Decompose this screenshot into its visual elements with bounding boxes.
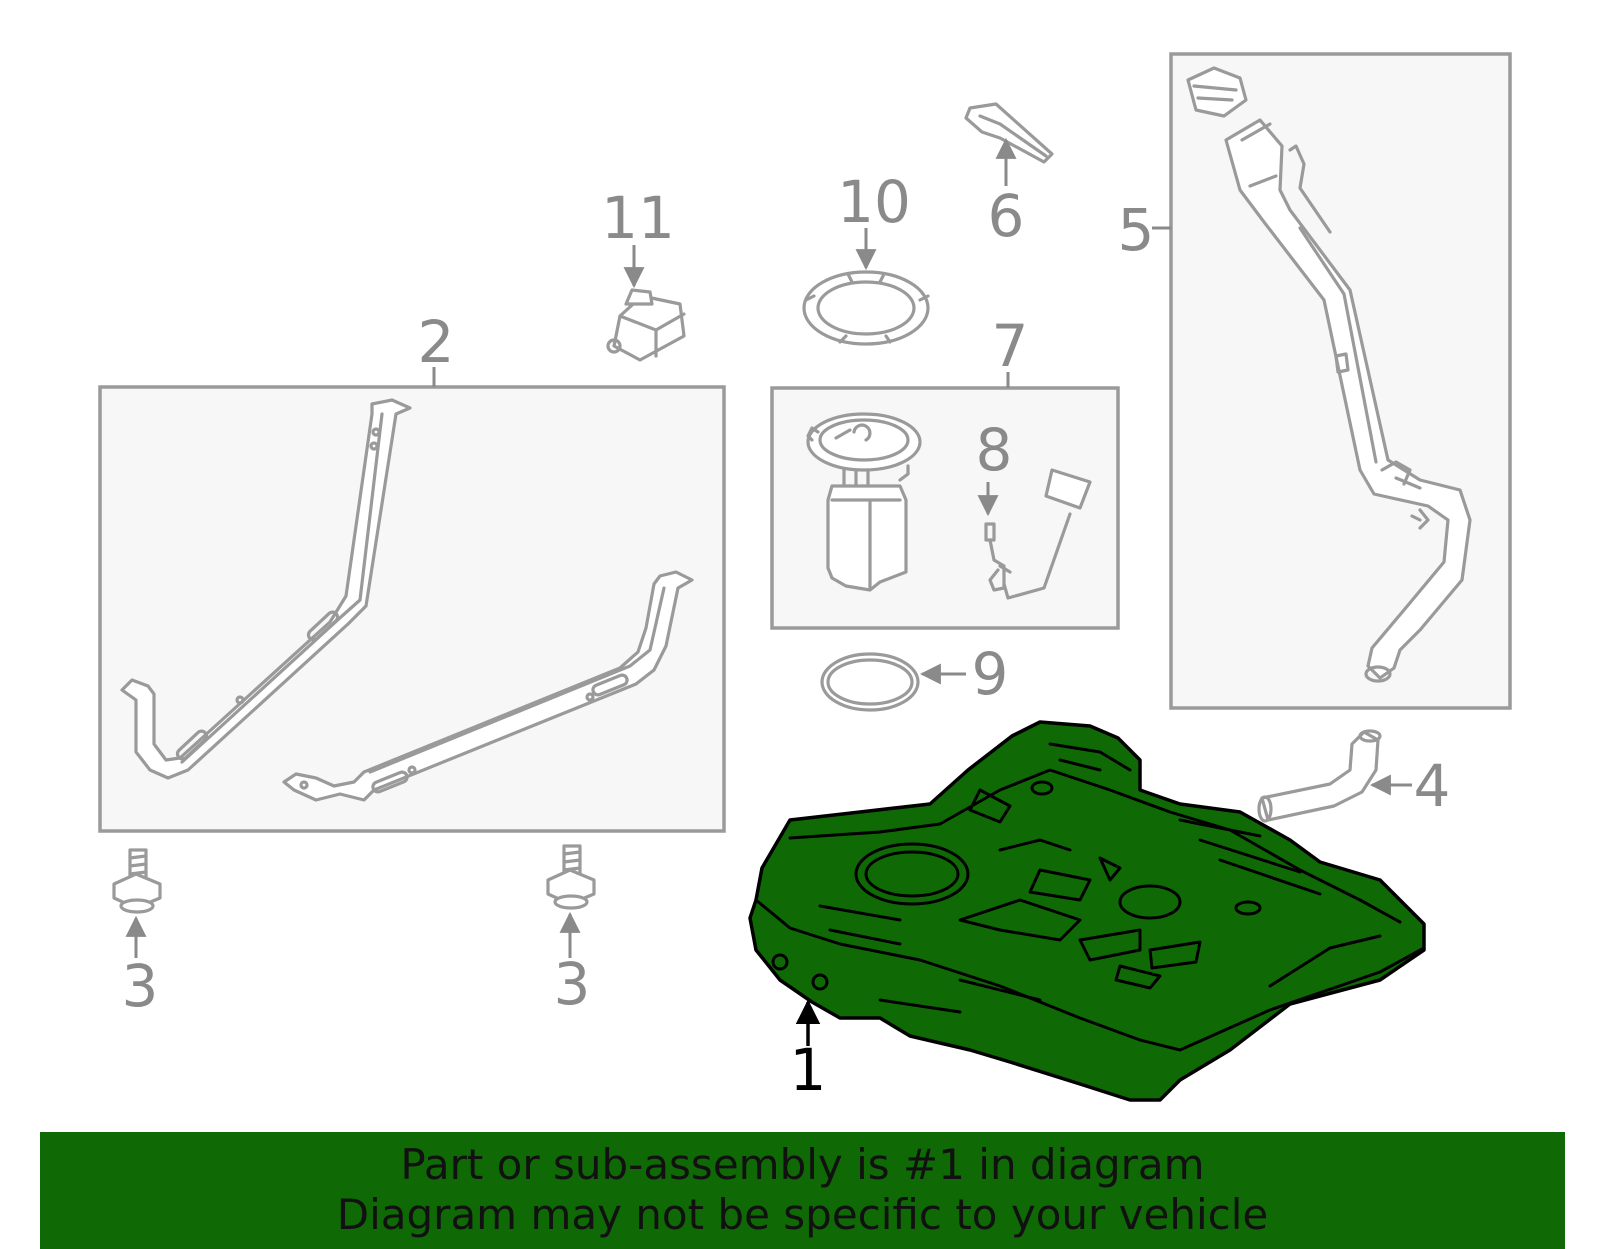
fuel-pump-module xyxy=(806,412,922,592)
callout-1: 1 xyxy=(790,1036,827,1104)
callout-3-left: 3 xyxy=(122,952,159,1020)
callout-8: 8 xyxy=(976,416,1013,484)
tank-strap-right xyxy=(282,570,694,802)
parts-diagram: 1 2 3 3 4 5 6 7 8 9 10 11 xyxy=(98,52,1512,1104)
part-4-hose xyxy=(1257,729,1382,823)
part-1-fuel-tank xyxy=(748,720,1426,1102)
callout-9: 9 xyxy=(972,640,1009,708)
fuel-pump-group xyxy=(770,372,1120,630)
callout-11: 11 xyxy=(601,184,675,252)
part-9-gasket xyxy=(820,652,920,712)
callout-7: 7 xyxy=(992,312,1029,380)
part-10-lock-ring xyxy=(802,270,930,346)
callout-5: 5 xyxy=(1118,196,1155,264)
callout-4: 4 xyxy=(1414,752,1451,820)
callout-2: 2 xyxy=(418,308,455,376)
part-11-module xyxy=(606,288,686,362)
strap-group xyxy=(98,367,726,833)
part-6-clip xyxy=(964,102,1054,164)
info-banner: Part or sub-assembly is #1 in diagram Di… xyxy=(40,1132,1565,1249)
callout-6: 6 xyxy=(988,182,1025,250)
part-3-bolt-right xyxy=(546,844,596,910)
fuel-level-sender xyxy=(977,468,1092,600)
callout-3-right: 3 xyxy=(554,950,591,1018)
banner-line-1: Part or sub-assembly is #1 in diagram xyxy=(400,1140,1205,1189)
part-3-bolt-left xyxy=(112,848,162,914)
fuel-filler-pipe xyxy=(1186,66,1472,683)
tank-strap-left xyxy=(120,398,412,780)
banner-line-2: Diagram may not be specific to your vehi… xyxy=(336,1190,1269,1239)
callout-10: 10 xyxy=(837,168,911,236)
filler-pipe-group xyxy=(1152,52,1512,710)
